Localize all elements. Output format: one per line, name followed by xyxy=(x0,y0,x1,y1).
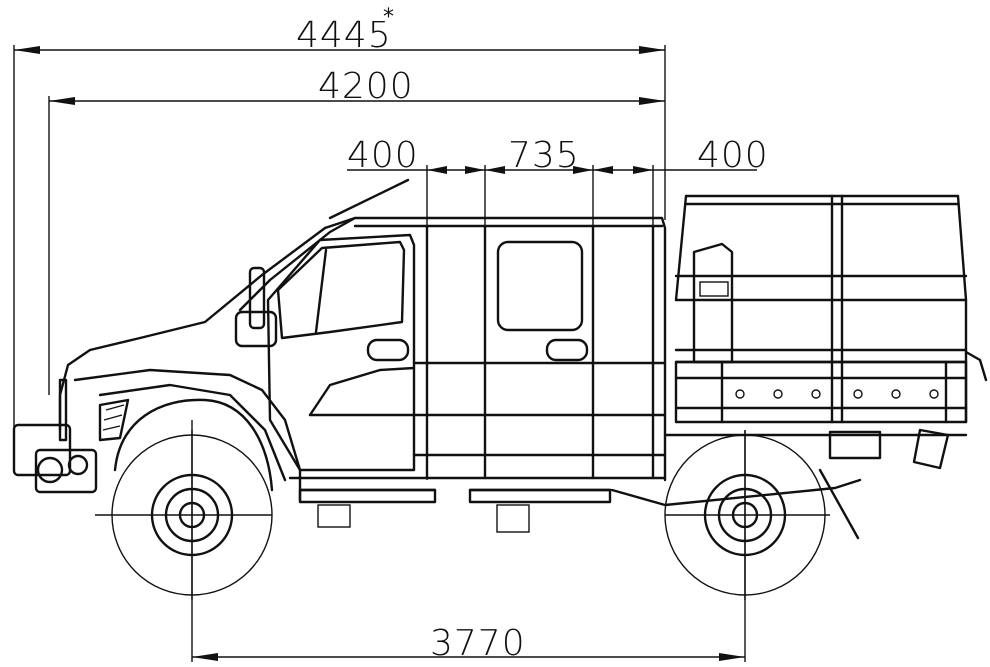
door-width-label: 735 xyxy=(508,135,580,176)
body-length-label: 4200 xyxy=(318,66,414,107)
dimension-body-length: 4200 xyxy=(48,66,665,395)
dimension-overall-length: 4445 * xyxy=(13,5,666,430)
cab-gap-right-label: 400 xyxy=(697,135,769,176)
rear-wheel xyxy=(664,430,830,600)
overall-length-label: 4445 xyxy=(296,15,392,56)
overall-length-mark: * xyxy=(383,5,394,30)
wheelbase-label: 3770 xyxy=(430,623,526,664)
front-wheel xyxy=(95,430,273,600)
cab-gap-left-label: 400 xyxy=(347,135,419,176)
truck-flatbed xyxy=(610,194,988,540)
truck-front xyxy=(12,368,302,502)
dimension-cab-sections: 400 735 400 xyxy=(347,135,769,480)
truck-cab xyxy=(58,178,667,533)
